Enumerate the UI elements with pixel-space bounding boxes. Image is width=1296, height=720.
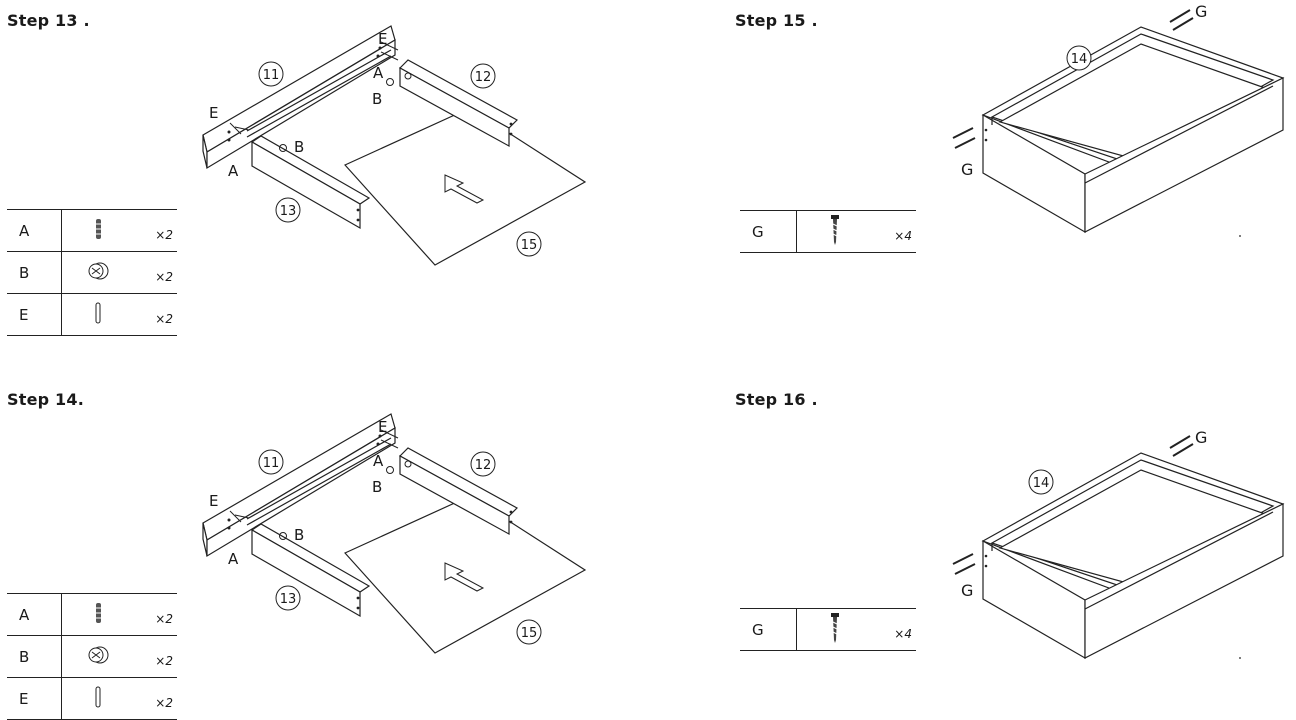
part-letter: A bbox=[7, 593, 63, 636]
label-b: B bbox=[294, 526, 304, 544]
part-qty: ×2 bbox=[155, 695, 173, 710]
direction-arrow-icon bbox=[444, 174, 485, 204]
dowel-icon bbox=[62, 210, 135, 252]
parts-table: A ×2 B ×2 E ×2 bbox=[7, 209, 177, 336]
part-qty: ×2 bbox=[155, 611, 173, 626]
parts-row: E ×2 bbox=[7, 677, 177, 720]
parts-row: A ×2 bbox=[7, 209, 177, 252]
label-g: G bbox=[961, 160, 973, 179]
step-title: Step 16 . bbox=[735, 390, 818, 409]
callout-15: 15 bbox=[521, 238, 538, 253]
part-qty: ×2 bbox=[155, 311, 173, 326]
drawer-box-illustration: 14 G G bbox=[952, 428, 1285, 660]
step-title: Step 14. bbox=[7, 390, 84, 409]
part-letter: A bbox=[7, 209, 63, 252]
part-letter: G bbox=[740, 608, 797, 651]
parts-row: G ×4 bbox=[740, 210, 916, 253]
callout-12: 12 bbox=[475, 70, 492, 85]
drawer-assembly-illustration: 11 12 13 15 E A B E B A bbox=[202, 413, 587, 654]
screw-icon bbox=[797, 211, 873, 253]
part-letter: E bbox=[7, 293, 63, 336]
direction-arrow-icon bbox=[444, 562, 485, 592]
part-qty: ×2 bbox=[155, 269, 173, 284]
label-a: A bbox=[373, 64, 384, 82]
label-b: B bbox=[294, 138, 304, 156]
label-a: A bbox=[228, 550, 239, 568]
cam-lock-icon bbox=[62, 252, 135, 294]
callout-11: 11 bbox=[263, 68, 280, 83]
part-qty: ×2 bbox=[155, 653, 173, 668]
parts-row: B ×2 bbox=[7, 635, 177, 678]
part-qty: ×2 bbox=[155, 227, 173, 242]
part-letter: E bbox=[7, 677, 63, 720]
step-14: Step 14. A ×2 B ×2 E ×2 bbox=[0, 388, 640, 720]
pin-icon bbox=[62, 294, 135, 336]
parts-table: A ×2 B ×2 E ×2 bbox=[7, 593, 177, 720]
label-e: E bbox=[209, 104, 218, 122]
label-e: E bbox=[209, 492, 218, 510]
label-a: A bbox=[373, 452, 384, 470]
callout-15: 15 bbox=[521, 626, 538, 641]
drawer-assembly-illustration: 11 12 13 15 E A B E B A bbox=[202, 25, 587, 266]
label-e: E bbox=[378, 418, 387, 436]
dowel-icon bbox=[62, 594, 135, 636]
label-e: E bbox=[378, 30, 387, 48]
callout-13: 13 bbox=[280, 204, 297, 219]
cam-lock-icon bbox=[62, 636, 135, 678]
parts-table: G ×4 bbox=[740, 210, 916, 253]
parts-row: A ×2 bbox=[7, 593, 177, 636]
step-title: Step 15 . bbox=[735, 11, 818, 30]
step-15: Step 15 . G ×4 14 bbox=[735, 0, 1296, 340]
label-b: B bbox=[372, 478, 382, 496]
label-g: G bbox=[961, 581, 973, 600]
part-qty: ×4 bbox=[894, 626, 912, 641]
drawer-box-illustration: 14 G G bbox=[952, 2, 1285, 237]
parts-row: B ×2 bbox=[7, 251, 177, 294]
part-qty: ×4 bbox=[894, 228, 912, 243]
step-13: Step 13 . A ×2 B ×2 E ×2 bbox=[0, 0, 640, 340]
parts-row: E ×2 bbox=[7, 293, 177, 336]
label-a: A bbox=[228, 162, 239, 180]
callout-13: 13 bbox=[280, 592, 297, 607]
step-title: Step 13 . bbox=[7, 11, 90, 30]
callout-11: 11 bbox=[263, 456, 280, 471]
label-b: B bbox=[372, 90, 382, 108]
pin-icon bbox=[62, 678, 135, 720]
label-g: G bbox=[1195, 2, 1207, 21]
part-letter: B bbox=[7, 635, 63, 678]
step-16: Step 16 . G ×4 14 bbox=[735, 388, 1296, 714]
label-g: G bbox=[1195, 428, 1207, 447]
parts-table: G ×4 bbox=[740, 608, 916, 651]
screw-icon bbox=[797, 609, 873, 651]
callout-12: 12 bbox=[475, 458, 492, 473]
callout-14: 14 bbox=[1071, 52, 1088, 67]
parts-row: G ×4 bbox=[740, 608, 916, 651]
part-letter: B bbox=[7, 251, 63, 294]
part-letter: G bbox=[740, 210, 797, 253]
callout-14: 14 bbox=[1033, 476, 1050, 491]
